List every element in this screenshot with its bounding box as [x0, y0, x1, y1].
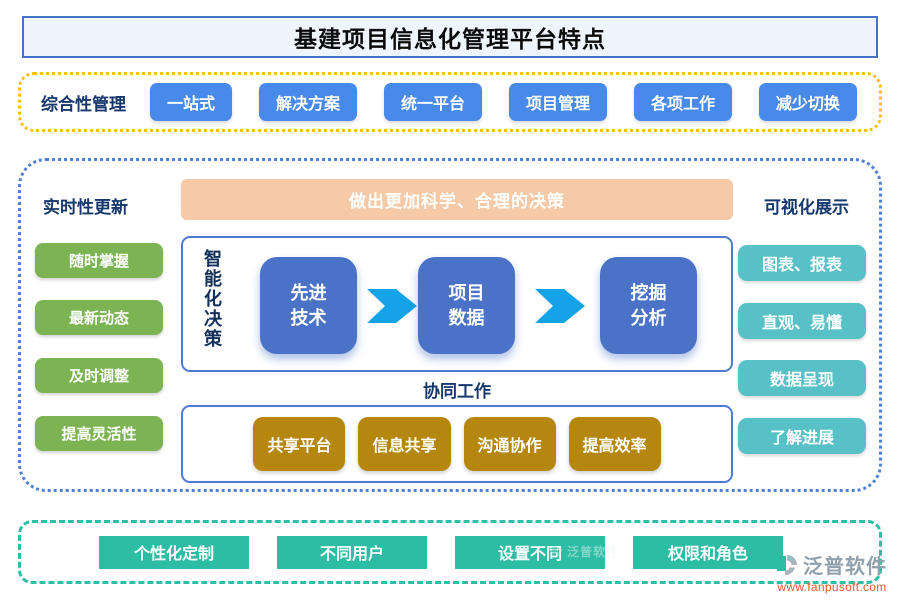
comprehensive-management-section: 综合性管理 一站式 解决方案 统一平台 项目管理 各项工作 减少切换: [18, 72, 882, 132]
personalization-section: 个性化定制 不同用户 设置不同 权限和角色: [18, 520, 882, 584]
middle-features-section: 实时性更新 随时掌握 最新动态 及时调整 提高灵活性 做出更加科学、合理的决策 …: [18, 158, 882, 492]
realtime-update-label: 实时性更新: [43, 198, 128, 217]
personalization-item-roles-permissions: 权限和角色: [633, 535, 783, 569]
decision-banner: 做出更加科学、合理的决策: [181, 179, 733, 220]
collaboration-box: 共享平台 信息共享 沟通协作 提高效率: [181, 405, 733, 483]
realtime-item-flexibility: 提高灵活性: [35, 416, 163, 451]
fanpu-logo-icon: [777, 554, 797, 575]
comprehensive-management-label: 综合性管理: [41, 94, 126, 114]
realtime-item-anytime-grasp: 随时掌握: [35, 243, 163, 278]
flow-step-project-data: 项目数据: [418, 257, 515, 354]
watermark-brand: 泛普软件: [803, 556, 887, 578]
collab-item-efficiency: 提高效率: [568, 417, 661, 471]
visualization-label: 可视化展示: [764, 198, 849, 217]
collab-item-info-sharing: 信息共享: [358, 417, 451, 471]
comprehensive-items: 一站式 解决方案 统一平台 项目管理 各项工作 减少切换: [150, 83, 857, 121]
collab-item-communication: 沟通协作: [463, 417, 556, 471]
watermark-brand: 泛普软件: [567, 545, 620, 559]
comprehensive-item-solution: 解决方案: [258, 83, 357, 121]
intelligent-decision-flow-box: 智能化决策 先进技术 项目数据 挖掘分析: [181, 236, 733, 372]
comprehensive-item-less-switching: 减少切换: [758, 83, 857, 121]
realtime-item-timely-adjust: 及时调整: [35, 358, 163, 393]
personalization-item-different-users: 不同用户: [277, 535, 427, 569]
flow-step-mining-analysis: 挖掘分析: [600, 257, 697, 354]
watermark-faint: 泛普软件: [552, 543, 619, 560]
flow-arrow-icon: [535, 289, 585, 323]
comprehensive-item-all-work: 各项工作: [633, 83, 732, 121]
visual-item-data-presentation: 数据呈现: [738, 360, 866, 396]
personalization-item-different-settings: 设置不同: [455, 535, 605, 569]
watermark-url: www.fanpusoft.com: [777, 580, 887, 594]
comprehensive-item-project-management: 项目管理: [508, 83, 607, 121]
intelligent-decision-label: 智能化决策: [202, 249, 222, 349]
comprehensive-item-unified-platform: 统一平台: [383, 83, 482, 121]
flow-arrow-icon: [367, 289, 417, 323]
visual-item-intuitive: 直观、易懂: [738, 303, 866, 339]
flow-step-advanced-technology: 先进技术: [260, 257, 357, 354]
collaboration-label: 协同工作: [423, 382, 491, 401]
fanpu-logo-icon: [552, 546, 563, 557]
page-title: 基建项目信息化管理平台特点: [22, 16, 878, 58]
visual-item-progress-tracking: 了解进展: [738, 418, 866, 454]
comprehensive-item-one-stop: 一站式: [150, 83, 233, 121]
watermark: 泛普软件 www.fanpusoft.com: [766, 550, 898, 594]
visual-item-charts-reports: 图表、报表: [738, 245, 866, 281]
realtime-item-latest-news: 最新动态: [35, 300, 163, 335]
collab-item-shared-platform: 共享平台: [253, 417, 346, 471]
personalization-item-custom: 个性化定制: [99, 535, 249, 569]
